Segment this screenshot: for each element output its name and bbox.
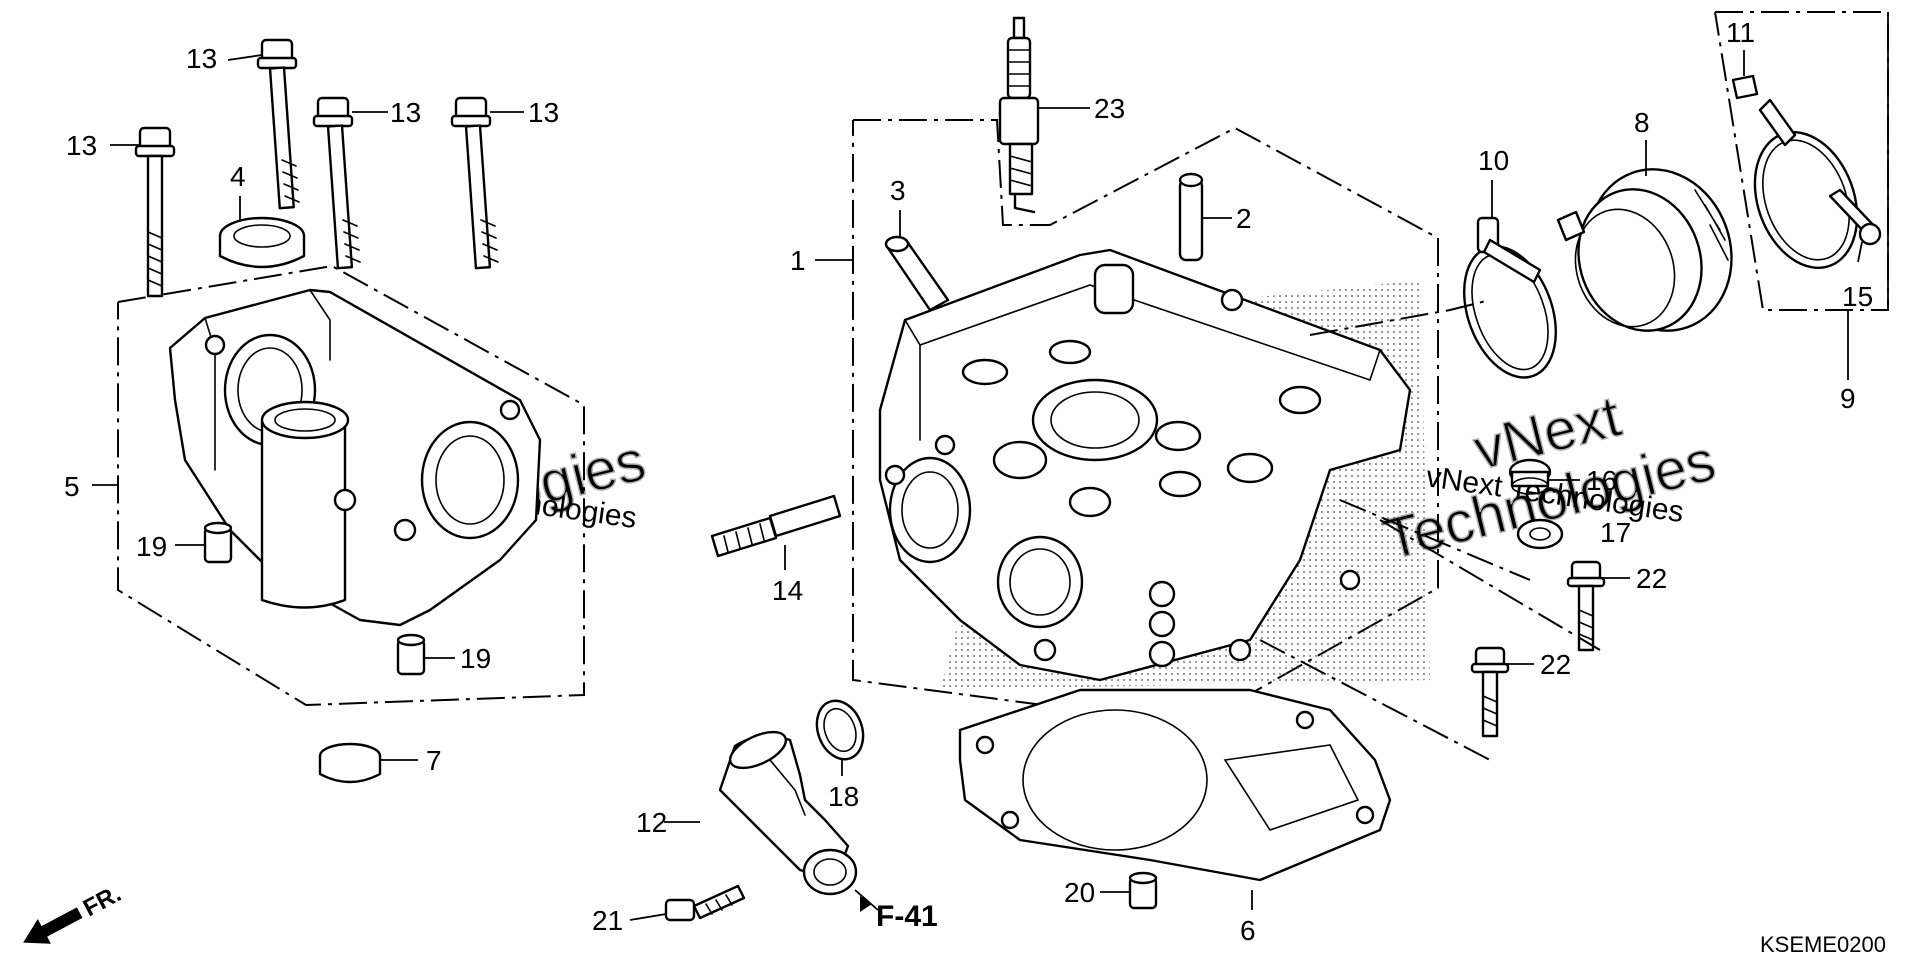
- callout-17: 17: [1600, 517, 1631, 548]
- callout-5: 5: [64, 471, 80, 502]
- bolt-13-b: [256, 38, 300, 210]
- callout-18: 18: [828, 781, 859, 812]
- callout-12: 12: [636, 807, 667, 838]
- callout-21: 21: [592, 905, 623, 936]
- dowel-20: [1128, 871, 1158, 910]
- bolt-16: [1508, 458, 1552, 495]
- diagram-code: KSEME0200: [1760, 932, 1886, 957]
- nut-11: [1731, 74, 1759, 100]
- callout-16: 16: [1586, 465, 1617, 496]
- callout-6: 6: [1240, 915, 1256, 946]
- reference-f41: F-41: [860, 896, 938, 933]
- front-marker-label: FR.: [79, 880, 126, 922]
- clamp-9: [1753, 98, 1859, 269]
- callout-8: 8: [1634, 107, 1650, 138]
- callout-15: 15: [1842, 281, 1873, 312]
- callout-9: 9: [1840, 383, 1856, 414]
- cylinder-head-1: [878, 248, 1430, 690]
- group-boundary-1: [852, 119, 1439, 727]
- washer-17: [1516, 518, 1564, 550]
- callout-1: 1: [790, 245, 806, 276]
- bolt-22-a: [1566, 560, 1606, 652]
- callout-3: 3: [890, 175, 906, 206]
- callout-11: 11: [1726, 17, 1755, 48]
- callout-4: 4: [230, 161, 246, 192]
- gasket-6: [958, 688, 1392, 882]
- leader-lines: [92, 50, 1863, 921]
- callout-13-d: 13: [528, 97, 559, 128]
- clamp-10: [1462, 216, 1558, 379]
- bolt-13-a: [134, 126, 176, 298]
- callout-7: 7: [426, 745, 442, 776]
- bolt-13-c: [312, 96, 361, 270]
- callout-19-b: 19: [460, 643, 491, 674]
- group-boundary-5: [117, 264, 585, 707]
- callout-13-b: 13: [186, 43, 217, 74]
- valve-guide-3: [884, 235, 950, 312]
- spark-plug-23: [998, 16, 1040, 214]
- insulator-8: [1556, 168, 1733, 332]
- stud-14: [710, 494, 842, 558]
- callout-19-a: 19: [136, 531, 167, 562]
- callout-13-a: 13: [66, 130, 97, 161]
- bolt-15: [1828, 188, 1882, 246]
- seal-4: [218, 216, 306, 269]
- o-ring-18: [815, 699, 865, 761]
- bolt-21: [664, 884, 746, 922]
- valve-guide-2: [1178, 172, 1204, 262]
- callout-2: 2: [1236, 203, 1252, 234]
- camshaft-holder-5: [168, 288, 542, 627]
- callout-14: 14: [772, 575, 803, 606]
- callout-22-b: 22: [1540, 649, 1571, 680]
- seal-7: [318, 742, 382, 784]
- callout-23: 23: [1094, 93, 1125, 124]
- bolt-22-b: [1470, 646, 1510, 738]
- hose-elbow-12: [718, 730, 858, 896]
- callout-10: 10: [1478, 145, 1509, 176]
- front-arrow-icon: FR.: [23, 880, 126, 944]
- callout-22-a: 22: [1636, 563, 1667, 594]
- dowel-19-b: [396, 633, 426, 676]
- callout-13-c: 13: [390, 97, 421, 128]
- callout-20: 20: [1064, 877, 1095, 908]
- bolt-13-d: [450, 96, 499, 270]
- dowel-19-a: [203, 521, 233, 564]
- reference-f41-label: F-41: [876, 900, 938, 933]
